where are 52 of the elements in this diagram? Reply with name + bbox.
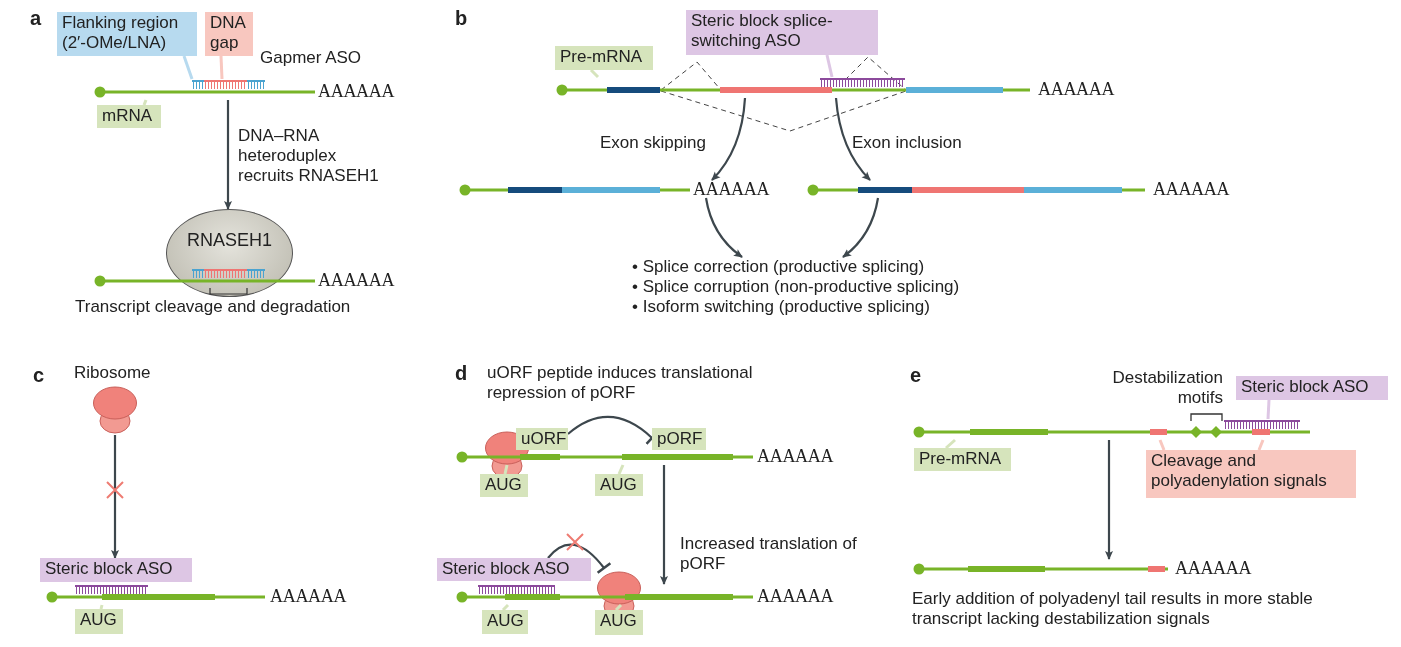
bullet-item: • Splice corruption (non-productive splicing) [632, 277, 961, 297]
poly-a-label: AAAAAA [1175, 559, 1252, 577]
poly-a-label: AAAAAA [757, 587, 834, 605]
callout-label: Flanking region (2′-OMe/LNA) [57, 12, 197, 56]
arrow [111, 435, 119, 559]
callout-label: AUG [482, 610, 528, 634]
arrow [224, 100, 232, 210]
ribosome-label: Ribosome [74, 363, 151, 383]
callout-label: AUG [595, 610, 643, 635]
poly-a-label: AAAAAA [757, 447, 834, 465]
callout-label: Steric block ASO [40, 558, 192, 582]
panel-letter: d [455, 363, 468, 383]
callout-label: DNA gap [205, 12, 253, 56]
poly-a-label: AAAAAA [318, 82, 395, 100]
callout-label: mRNA [97, 105, 161, 128]
enzyme-ellipse: RNASEH1 [166, 209, 293, 297]
poly-a-label: AAAAAA [318, 271, 395, 289]
callout-label: Steric block ASO [437, 558, 591, 581]
callout-label: AUG [595, 474, 643, 496]
arrow [1105, 440, 1113, 560]
panel-letter: b [455, 8, 468, 28]
poly-a-label: AAAAAA [1038, 80, 1115, 98]
annotation-text: uORF peptide induces translational repression of pORF [487, 363, 754, 403]
arrow [704, 197, 743, 258]
arrow [834, 97, 871, 181]
arrow [711, 97, 747, 181]
callout-label: Pre-mRNA [555, 46, 653, 70]
panel-letter: e [910, 365, 922, 385]
bullet-item: • Splice correction (productive splicing) [632, 257, 926, 277]
inhibition-arc [547, 543, 612, 575]
panel-letter: c [33, 365, 45, 385]
callout-label: AUG [75, 609, 123, 634]
arrow [842, 197, 880, 258]
annotation-text: Gapmer ASO [260, 48, 362, 68]
callout-label: Steric block splice-switching ASO [686, 10, 878, 55]
callout-label: Cleavage and polyadenylation signals [1146, 450, 1356, 498]
callout-label: pORF [652, 428, 706, 450]
callout-label: AUG [480, 474, 528, 497]
annotation-text: Early addition of polyadenyl tail results in more stable transcript lacking destabilization signals [912, 589, 1314, 629]
callout-label: Pre-mRNA [914, 448, 1011, 471]
poly-a-label: AAAAAA [1153, 180, 1230, 198]
callout-label: uORF [516, 428, 568, 450]
callout-label: Steric block ASO [1236, 376, 1388, 400]
annotation-text: Increased translation of pORF [680, 534, 858, 574]
annotation-text: Destabilization motifs [1111, 368, 1223, 408]
poly-a-label: AAAAAA [693, 180, 770, 198]
poly-a-label: AAAAAA [270, 587, 347, 605]
edge-label: Exon skipping [600, 133, 706, 153]
panel-letter: a [30, 8, 42, 28]
annotation-text: Transcript cleavage and degradation [75, 297, 351, 317]
bullet-item: • Isoform switching (productive splicing) [632, 297, 931, 317]
arrow [660, 465, 668, 585]
